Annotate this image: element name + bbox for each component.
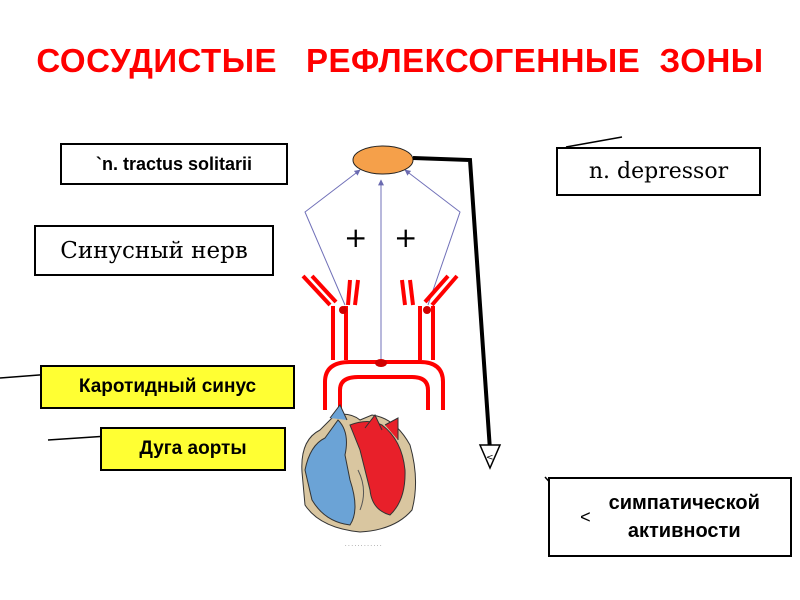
heart-illustration — [301, 404, 417, 533]
plus-sign-left: + — [344, 221, 367, 254]
carotid-sinus-label: Каротидный синус — [40, 365, 295, 409]
afferent-arrows — [304, 169, 461, 360]
depressor-nerve-label: n. depressor — [556, 147, 761, 196]
efferent-pathway — [412, 156, 492, 451]
aortic-arch — [323, 360, 445, 410]
left-afferent-arrow — [304, 169, 361, 306]
plus-sign-right: + — [394, 221, 417, 254]
left-carotid-sinus-receptor — [339, 306, 347, 314]
sinus-nerve-label: Синусный нерв — [34, 225, 274, 276]
carotid-arteries — [301, 274, 459, 360]
right-carotid-sinus-receptor — [423, 306, 431, 314]
nucleus-ellipse — [352, 145, 414, 175]
right-afferent-arrow — [404, 169, 461, 306]
efferent-arrowhead-mark: < — [486, 453, 494, 463]
efferent-arrowhead — [478, 444, 502, 470]
heart-caption: · · · · · · · · · · · · — [345, 543, 382, 549]
sympathetic-activity-box: < симпатической активности — [548, 477, 792, 557]
aortic-arch-label: Дуга аорты — [100, 427, 286, 471]
sympathetic-line-1: симпатической — [608, 492, 760, 514]
connector-lines — [0, 136, 623, 488]
sympathetic-line-2: активности — [627, 520, 741, 542]
aortic-receptor — [375, 359, 387, 367]
decrease-sign: < — [580, 506, 591, 527]
nucleus-tractus-solitarii-label: `n. tractus solitarii — [60, 143, 288, 185]
page-title: СОСУДИСТЫЕ РЕФЛЕКСОГЕННЫЕ ЗОНЫ — [36, 42, 764, 79]
